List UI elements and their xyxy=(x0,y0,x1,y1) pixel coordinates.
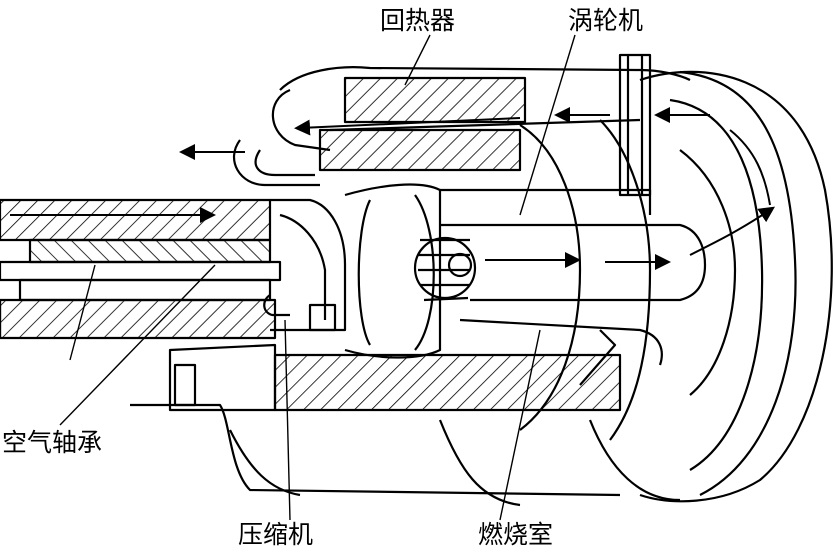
label-recuperator: 回热器 xyxy=(380,6,456,35)
end-dome-outer xyxy=(639,70,833,503)
lower-casing xyxy=(130,403,621,497)
exhaust-loop xyxy=(233,139,320,187)
shaft-lower xyxy=(18,278,272,302)
combustor-liner-bottom xyxy=(470,264,707,302)
leader-air-bearing-2 xyxy=(69,264,96,361)
lower-frame xyxy=(168,343,277,412)
flow-arrow-recuperator xyxy=(294,117,521,136)
recuperator-loop xyxy=(271,88,331,152)
compressor-housing xyxy=(270,198,347,332)
turbine-wheel-right xyxy=(414,194,435,351)
end-dome-ring xyxy=(669,98,764,471)
compressor-impeller xyxy=(279,213,327,320)
leader-combustor xyxy=(499,329,541,521)
upper-casing-lower xyxy=(329,118,641,132)
combustor-fin xyxy=(579,329,617,386)
lower-hatched-body xyxy=(273,353,622,412)
combustor-liner-top xyxy=(440,223,707,266)
bearing-housing-top xyxy=(0,198,272,242)
recuperator-block xyxy=(343,76,527,124)
recuperator-block-lower xyxy=(318,128,522,172)
lower-ring-3 xyxy=(229,429,301,497)
leader-air-bearing xyxy=(59,264,216,426)
turbine-hub xyxy=(447,252,473,278)
leader-compressor xyxy=(284,319,291,521)
combustor-outer-bottom xyxy=(459,318,663,366)
combustor-outer-top xyxy=(440,188,652,215)
label-turbine: 涡轮机 xyxy=(568,6,644,35)
leader-turbine xyxy=(519,34,576,216)
upper-casing xyxy=(279,66,691,91)
bearing-housing-mid xyxy=(28,238,272,264)
bearing-housing-bottom xyxy=(0,298,277,340)
end-dome-inner xyxy=(679,70,797,496)
fuel-injector xyxy=(618,53,652,197)
lower-ring-1 xyxy=(438,419,521,507)
ring-2 xyxy=(599,119,652,441)
compressor-hook xyxy=(263,294,290,317)
label-compressor: 压缩机 xyxy=(238,520,314,549)
turbine-wheel-left xyxy=(357,199,371,346)
flow-arrow-dome-return xyxy=(729,129,771,206)
shaft-band xyxy=(0,260,282,282)
ring-3 xyxy=(679,149,737,396)
flow-arrow-dome xyxy=(689,206,775,256)
lower-ring-2 xyxy=(588,419,681,502)
ring-1 xyxy=(519,124,582,431)
leader-recuperator xyxy=(404,34,431,86)
label-combustor: 燃烧室 xyxy=(478,520,554,549)
turbine-blades xyxy=(418,238,470,302)
compressor-block xyxy=(308,303,337,332)
lower-block xyxy=(173,363,197,407)
exhaust-loop-inner xyxy=(254,149,315,177)
label-air-bearing: 空气轴承 xyxy=(2,428,103,457)
turbine-disc xyxy=(413,236,477,300)
